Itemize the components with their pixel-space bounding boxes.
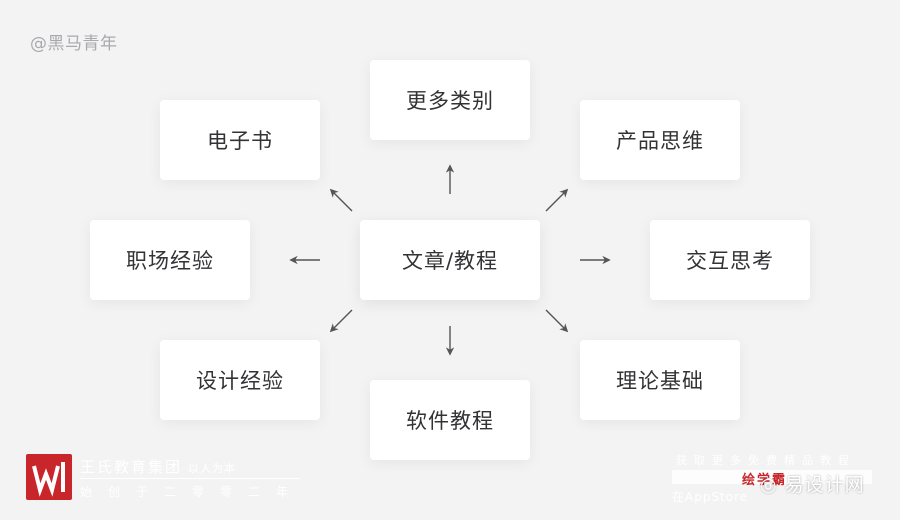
author-handle: @黑马青年	[30, 34, 118, 54]
arrow-up-left	[329, 188, 353, 212]
watermark-band	[672, 470, 872, 484]
node-articles-tutorials: 文章/教程	[360, 220, 540, 300]
node-more-categories: 更多类别	[370, 60, 530, 140]
arrow-down-left	[329, 309, 353, 333]
node-interaction-thinking: 交互思考	[650, 220, 810, 300]
watermark-right: 获取更多免费精品教程 绘学霸 在AppStore ◎ 易设计网	[672, 452, 892, 512]
node-theory-basics: 理论基础	[580, 340, 740, 420]
node-design-experience: 设计经验	[160, 340, 320, 420]
watermark-bottom-line: 在AppStore	[672, 490, 749, 504]
watermark-wechat-name: ◎ 易设计网	[760, 470, 865, 497]
watermark-top-line: 获取更多免费精品教程	[676, 454, 856, 467]
watermark-school-name: 王氏教育集团	[80, 458, 183, 476]
node-software-tutorials: 软件教程	[370, 380, 530, 460]
watermark-wechat-text: 易设计网	[784, 474, 865, 496]
watermark-left: 王氏教育集团以人为本 始创于二零零二年	[26, 454, 300, 504]
watermark-motto: 以人为本	[188, 462, 237, 475]
arrow-up-right	[545, 188, 569, 212]
arrow-down-right	[545, 309, 569, 333]
watermark-divider	[80, 478, 300, 479]
node-workplace-experience: 职场经验	[90, 220, 250, 300]
watermark-brand: 绘学霸	[742, 473, 788, 488]
node-ebooks: 电子书	[160, 100, 320, 180]
school-logo-icon	[26, 454, 72, 500]
watermark-slogan: 始创于二零零二年	[80, 485, 305, 499]
node-product-thinking: 产品思维	[580, 100, 740, 180]
wechat-icon: ◎	[760, 474, 778, 496]
